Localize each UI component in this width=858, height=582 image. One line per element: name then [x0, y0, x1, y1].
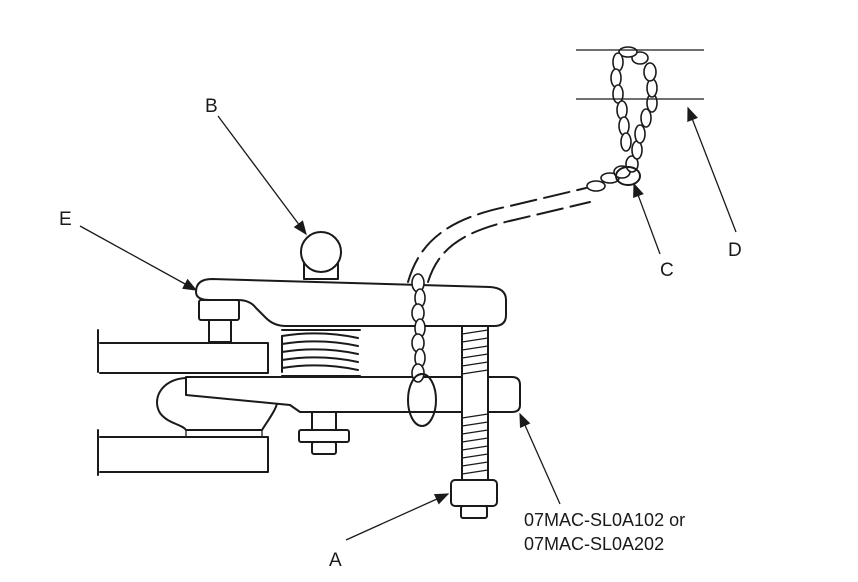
- leader-tool: [519, 412, 561, 505]
- label-d: D: [728, 240, 742, 261]
- part-number-line-2: 07MAC-SL0A202: [524, 534, 664, 554]
- ball-knob: [300, 231, 342, 280]
- chain-upper: [586, 46, 658, 192]
- chain-broken-run: [407, 187, 591, 283]
- leader-b: [217, 115, 307, 236]
- threaded-bolt: [450, 325, 498, 519]
- overhead-bar: [576, 49, 704, 100]
- lower-stud: [298, 411, 350, 455]
- upper-lever: [195, 278, 507, 327]
- label-c: C: [660, 260, 674, 281]
- chain-lower: [407, 273, 437, 427]
- frame-upper-rail: [97, 329, 269, 374]
- label-e: E: [59, 209, 72, 230]
- label-b: B: [205, 96, 218, 117]
- part-number-line-1: 07MAC-SL0A102 or: [524, 510, 685, 530]
- compression-spring: [280, 328, 361, 377]
- leader-c: [633, 182, 661, 255]
- label-a: A: [329, 550, 342, 571]
- leader-d: [687, 106, 737, 233]
- left-stud: [198, 299, 240, 343]
- leader-a: [345, 493, 450, 541]
- leader-e: [79, 225, 198, 291]
- frame-lower-rail: [97, 429, 269, 476]
